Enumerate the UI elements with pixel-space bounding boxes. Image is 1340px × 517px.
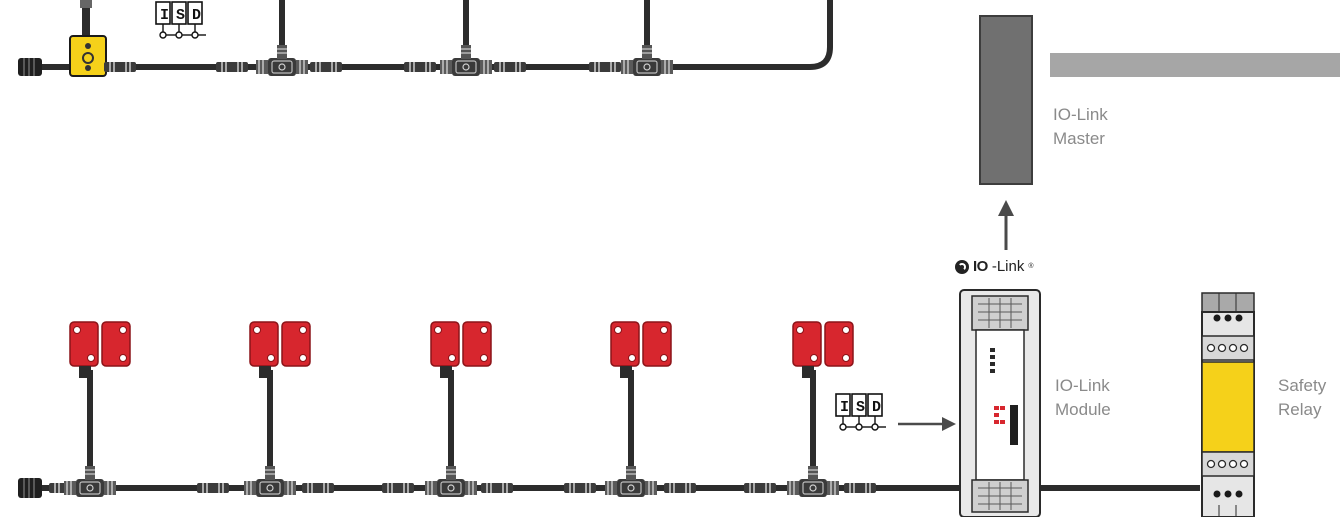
arrow-up-icon	[998, 200, 1014, 250]
iolink-logo-icon: IO-Link®	[955, 258, 1034, 275]
iolink-logo-reg: ®	[1028, 263, 1034, 270]
iolink-master-label-line1: IO-Link	[1053, 105, 1108, 124]
isd-letter-d: D	[872, 399, 881, 416]
iolink-module-label-line1: IO-Link	[1055, 376, 1110, 395]
safety-relay-label-line1: Safety	[1278, 376, 1327, 395]
junction-box	[69, 0, 107, 77]
iolink-module-device[interactable]	[959, 289, 1041, 517]
iolink-module-label-line2: Module	[1055, 400, 1111, 419]
arrow-right-icon	[898, 417, 956, 431]
iolink-master-label-line2: Master	[1053, 129, 1105, 148]
safety-relay-label-line2: Relay	[1278, 400, 1322, 419]
iolink-master-device[interactable]	[979, 15, 1033, 185]
safety-sensor-3[interactable]	[430, 321, 492, 379]
safety-relay-label: Safety Relay	[1278, 374, 1326, 422]
iolink-glyph-icon	[955, 259, 969, 274]
isd-letter-s-top: S	[176, 7, 185, 24]
safety-sensor-5[interactable]	[792, 321, 854, 379]
iolink-logo-io: IO	[973, 258, 988, 275]
isd-letter-s: S	[856, 399, 865, 416]
isd-letter-i: I	[840, 399, 849, 416]
safety-relay-device[interactable]	[1201, 292, 1255, 517]
iolink-module-label: IO-Link Module	[1055, 374, 1111, 422]
safety-sensor-4[interactable]	[610, 321, 672, 379]
safety-sensor-1[interactable]	[69, 321, 131, 379]
iolink-master-label: IO-Link Master	[1053, 103, 1108, 151]
safety-sensor-2[interactable]	[249, 321, 311, 379]
isd-letter-d-top: D	[192, 7, 201, 24]
iolink-logo-link: -Link	[991, 258, 1025, 275]
isd-letter-i-top: I	[160, 7, 169, 24]
top-chain: I S D	[18, 0, 833, 77]
gray-bus-bar	[1050, 53, 1340, 77]
